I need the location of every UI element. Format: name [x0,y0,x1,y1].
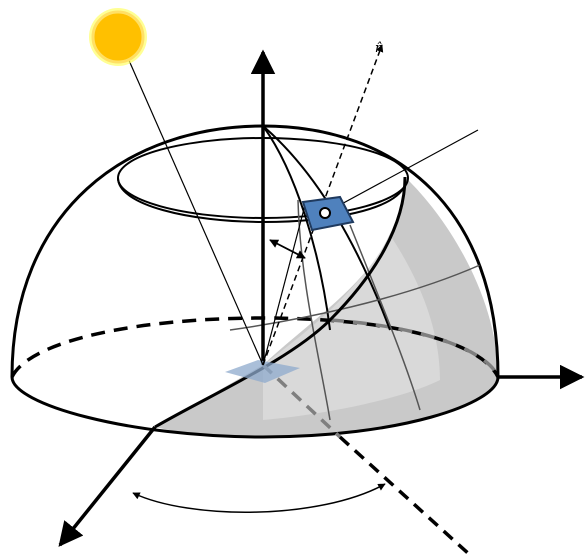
shaded-hemisphere-highlight [263,235,440,420]
sun-icon [89,8,147,66]
horizon-great-circle [154,176,407,429]
projection-line-inside [261,363,342,439]
azimuth-angle-arc [132,483,386,513]
direction-vector-label: r̂ [375,41,383,56]
y-axis [58,425,157,547]
meridian-arc-4 [349,224,421,411]
meridian-arc-3 [297,199,331,421]
projection-line-outside [338,435,472,557]
patch-edge-line-1 [262,204,306,366]
meridian-arc-1 [262,125,331,331]
meridian-arc-5 [229,264,481,331]
base-ellipse-back-shaded [329,318,500,378]
surface-element [225,360,300,383]
zenith-angle-arrow [269,239,306,259]
sun-ray [119,39,264,366]
patch-center-dot [319,207,331,219]
patch-outward-line [324,129,479,214]
base-ellipse-front [10,376,500,439]
